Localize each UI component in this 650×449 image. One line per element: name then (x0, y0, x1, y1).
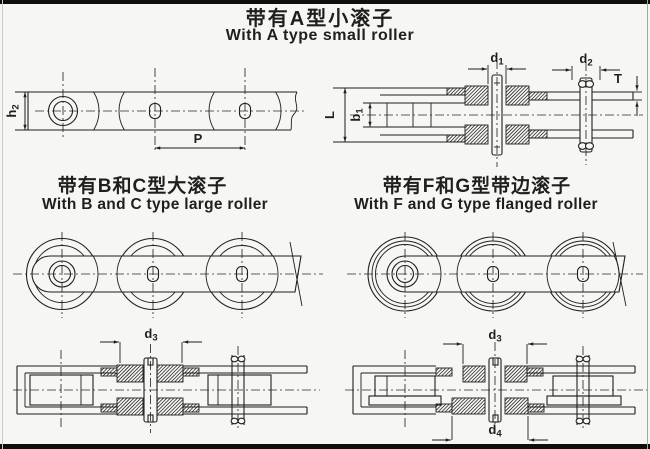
hatch-lines (435, 403, 453, 413)
section-fg-title-zh: 带有F和G型带边滚子 (382, 176, 572, 197)
hatch-lines (464, 85, 489, 106)
dim-d3: d3 (100, 326, 202, 363)
section-a-title-en: With A type small roller (225, 27, 415, 44)
centerlines (13, 344, 320, 433)
diagram-bc-side-view (13, 232, 323, 318)
hatch-lines (527, 403, 545, 413)
diagram-a-cross-section: L b1 d1 d2 T (322, 50, 643, 167)
dim-label-p: P (194, 131, 203, 146)
top-border-bar (0, 0, 650, 4)
dim-d1: d1 (468, 50, 526, 84)
hatch-lines (156, 364, 184, 383)
hatch-lines (446, 87, 466, 96)
hatch-lines (156, 397, 184, 416)
hatch-lines (504, 397, 529, 415)
sectioned-large-roller (100, 364, 200, 416)
centerlines (35, 68, 305, 153)
hatch-lines (182, 367, 200, 377)
dim-d4: d4 (432, 416, 548, 442)
hatch-lines (462, 365, 486, 383)
diagram-fg-cross-section: d3 d4 (345, 327, 647, 442)
centerlines (13, 232, 323, 318)
hatch-lines (435, 367, 453, 377)
dim-label-d4: d4 (488, 422, 502, 440)
hatch-lines (451, 397, 486, 415)
section-a-title-zh: 带有A型小滚子 (245, 8, 395, 30)
hatch-lines (505, 124, 530, 145)
dim-label-b1: b1 (348, 108, 366, 122)
diagram-fg-side-view (347, 232, 643, 318)
dim-d3: d3 (443, 327, 547, 364)
dim-label-d2: d2 (579, 51, 592, 69)
hatch-lines (504, 365, 528, 383)
dim-label-d3: d3 (488, 327, 501, 345)
hatch-lines (446, 134, 466, 143)
hatch-lines (464, 124, 489, 145)
dim-label-l: L (322, 111, 337, 119)
hatch-lines (100, 367, 118, 377)
hatch-lines (116, 364, 144, 383)
diagram-a-side-view: h2 P (4, 68, 305, 153)
right-link (527, 355, 636, 425)
section-bc-title-en: With B and C type large roller (42, 196, 268, 213)
hatch-lines (182, 403, 200, 413)
dim-label-d3: d3 (144, 326, 157, 344)
hatch-lines (116, 397, 144, 416)
dim-b1: b1 (348, 103, 372, 127)
right-scan-edge (647, 0, 648, 449)
chain-plate (27, 91, 298, 131)
hatch-lines (528, 129, 548, 139)
dim-label-h2: h2 (4, 104, 22, 117)
dim-d2: d2 (552, 51, 620, 80)
hatch-lines (100, 403, 118, 413)
dim-t: T (614, 71, 639, 116)
dim-label-d1: d1 (490, 50, 504, 68)
hatch-lines (526, 367, 544, 377)
dim-l: L (322, 87, 351, 143)
sectioned-flanged-roller (435, 365, 545, 415)
left-scan-edge (2, 0, 3, 449)
centerlines (350, 60, 643, 167)
dim-label-t: T (614, 71, 622, 86)
hatch-lines (505, 85, 530, 106)
centerlines (345, 342, 647, 433)
bottom-border-bar (0, 444, 650, 449)
dim-p: P (155, 131, 245, 150)
diagram-bc-cross-section: d3 (13, 326, 320, 433)
section-fg-title-en: With F and G type flanged roller (354, 196, 598, 213)
section-bc-title-zh: 带有B和C型大滚子 (57, 176, 228, 197)
dim-h2: h2 (4, 91, 35, 131)
centerlines (347, 232, 643, 318)
hatch-lines (528, 91, 548, 101)
